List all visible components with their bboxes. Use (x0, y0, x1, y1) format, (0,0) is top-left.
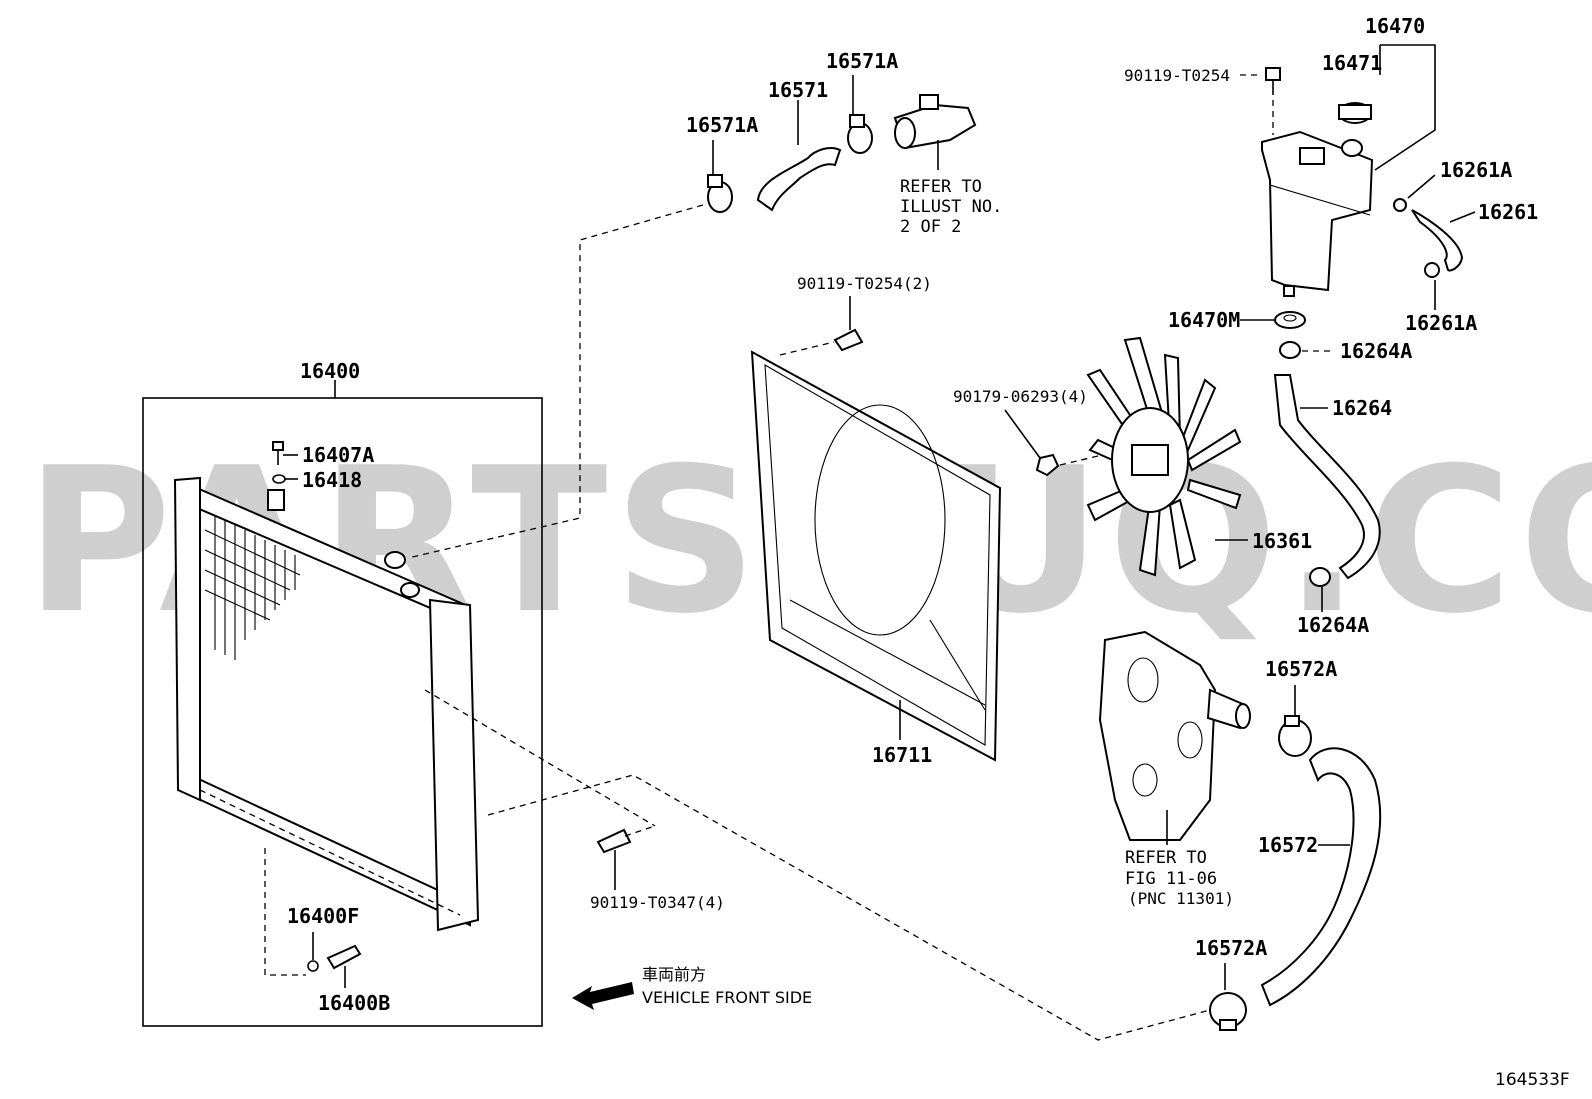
clamp-16571A-left[interactable] (707, 174, 733, 213)
label-90119-T0254[interactable]: 90119-T0254 (1124, 66, 1230, 85)
refer-illust-line1: REFER TO (900, 177, 982, 197)
clamp-icon (1424, 262, 1440, 278)
clamp-16264A-bottom[interactable] (1309, 567, 1331, 587)
hose-16572[interactable] (1260, 747, 1382, 1007)
refer-fig-line2: FIG 11-06 (1125, 869, 1217, 889)
reservoir-16470[interactable] (1261, 130, 1374, 297)
label-16264[interactable]: 16264 (1332, 396, 1392, 420)
clamp-icon (1309, 567, 1331, 587)
label-16711[interactable]: 16711 (872, 743, 932, 767)
label-16264A-bottom[interactable]: 16264A (1297, 613, 1369, 637)
dash-upper-hose (407, 204, 704, 559)
label-16261[interactable]: 16261 (1478, 200, 1538, 224)
reservoir-cap-16471[interactable] (1338, 102, 1372, 124)
dash-16400F (264, 848, 306, 976)
clamp-icon (1279, 341, 1301, 359)
label-16400[interactable]: 16400 (300, 359, 360, 383)
hose-icon (1260, 747, 1382, 1007)
grommet-16470M[interactable] (1274, 311, 1306, 329)
label-16264A-top[interactable]: 16264A (1340, 339, 1412, 363)
upper-outlet (384, 551, 406, 569)
clamp-16261A-bottom[interactable] (1424, 262, 1440, 278)
fan-16361[interactable] (1086, 336, 1242, 577)
radiator-right-side (428, 598, 480, 932)
nut-90179-06293[interactable] (1035, 453, 1060, 477)
plug-head-icon (272, 441, 284, 451)
label-16572A-bottom[interactable]: 16572A (1195, 936, 1267, 960)
label-16572A-top[interactable]: 16572A (1265, 657, 1337, 681)
clamp-16261A-top[interactable] (1393, 198, 1407, 212)
grommet-icon (1274, 311, 1306, 329)
dash-shroud-bolt (424, 689, 656, 827)
gasket-16400F-icon[interactable] (307, 960, 319, 972)
bolt-90119-T0347[interactable] (596, 828, 632, 854)
label-16418[interactable]: 16418 (302, 468, 362, 492)
shroud-outer (750, 350, 1002, 762)
clamp-16572A-top[interactable] (1278, 715, 1312, 757)
hose-16571-icon (756, 147, 842, 212)
label-16400F[interactable]: 16400F (287, 904, 359, 928)
nut-icon (1035, 453, 1060, 477)
hose-16261[interactable] (1411, 209, 1464, 272)
radiator-group-box (142, 397, 543, 1027)
label-16361[interactable]: 16361 (1252, 529, 1312, 553)
clamp-16571A-top[interactable] (847, 114, 873, 154)
hose-icon (1273, 374, 1381, 580)
bolt-icon (833, 328, 864, 352)
label-90179-06293-4[interactable]: 90179-06293(4) (953, 387, 1088, 406)
radiator-assembly[interactable] (142, 380, 543, 1027)
hose-16264[interactable] (1273, 374, 1381, 580)
label-16400B[interactable]: 16400B (318, 991, 390, 1015)
label-16407A[interactable]: 16407A (302, 443, 374, 467)
label-16571A-top[interactable]: 16571A (826, 49, 898, 73)
vehicle-front-note-en: VEHICLE FRONT SIDE (642, 988, 812, 1007)
label-16571[interactable]: 16571 (768, 78, 828, 102)
clamp-16264A-top[interactable] (1279, 341, 1301, 359)
label-90119-T0347-4[interactable]: 90119-T0347(4) (590, 893, 725, 912)
vehicle-front-arrow-icon (572, 982, 634, 1010)
water-outlet-fitting[interactable] (893, 94, 977, 150)
upper-outlet-2 (400, 582, 420, 598)
radiator-fins (204, 515, 301, 660)
bolt-90119-T0254-reservoir[interactable] (1265, 67, 1281, 95)
label-16261A-bottom[interactable]: 16261A (1405, 311, 1477, 335)
drain-cock-plug-16407A[interactable] (272, 441, 298, 465)
pump-housing-icon (1098, 630, 1217, 841)
label-16261A-top[interactable]: 16261A (1440, 158, 1512, 182)
shroud-ring (814, 404, 946, 636)
label-16471[interactable]: 16471 (1322, 51, 1382, 75)
label-16571A-left[interactable]: 16571A (686, 113, 758, 137)
refer-fig-line3: (PNC 11301) (1128, 889, 1234, 908)
hose-icon (1411, 209, 1464, 272)
bolt-icon (1265, 67, 1281, 81)
vehicle-front-note-jp: 車両前方 (642, 965, 706, 984)
label-16470[interactable]: 16470 (1365, 14, 1425, 38)
bolt-90119-T0254-shroud[interactable] (833, 328, 864, 352)
refer-illust-line3: 2 OF 2 (900, 217, 961, 237)
label-90119-T0254-2[interactable]: 90119-T0254(2) (797, 274, 932, 293)
label-16572[interactable]: 16572 (1258, 833, 1318, 857)
dash-lower-hose (487, 774, 1211, 1041)
clamp-16572A-bottom[interactable] (1209, 992, 1247, 1031)
figure-id: 164533F (1495, 1070, 1570, 1090)
clamp-icon (1393, 198, 1407, 212)
radiator-left-side (173, 476, 201, 802)
lower-tank-teeth (199, 789, 461, 916)
fan-shroud-16711[interactable] (750, 350, 1002, 762)
drain-cock-icon (326, 944, 362, 970)
filler-neck (267, 489, 285, 511)
refer-illust-line2: ILLUST NO. (900, 197, 1002, 217)
upper-hose-16571[interactable] (756, 147, 842, 212)
water-pump-housing[interactable] (1098, 630, 1251, 841)
drain-cock-16400B[interactable] (326, 944, 362, 970)
refer-fig-line1: REFER TO (1125, 848, 1207, 868)
oring-16418[interactable] (272, 474, 298, 484)
bolt-icon (596, 828, 632, 854)
label-16470M[interactable]: 16470M (1168, 308, 1240, 332)
